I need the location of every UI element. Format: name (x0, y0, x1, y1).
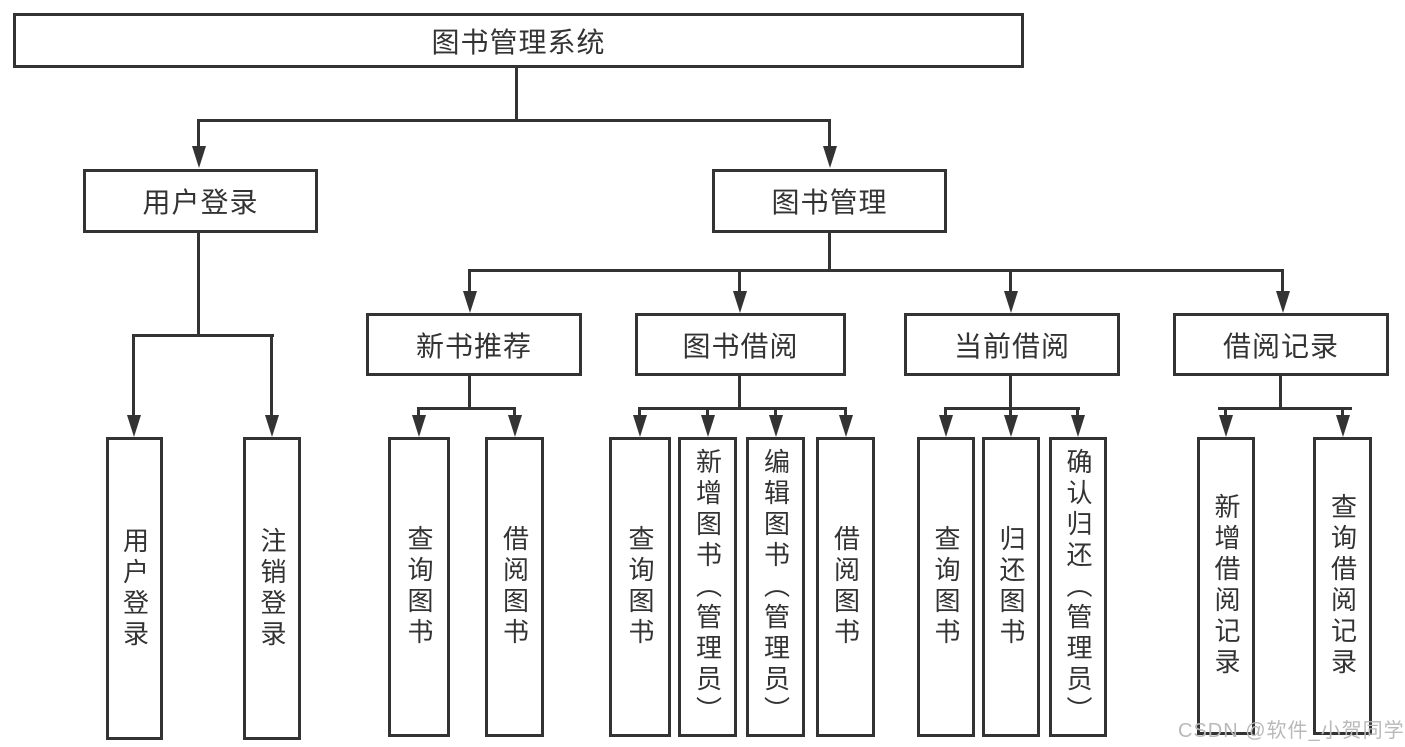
connector-line (638, 407, 847, 410)
node-current-borrowing: 当前借阅 (904, 313, 1120, 376)
node-user-login-leaf: 用户登录 (106, 437, 163, 740)
connector-line (132, 334, 135, 417)
node-borrow-books-leaf: 借阅图书 (816, 437, 875, 737)
connector-arrowhead (265, 415, 279, 437)
connector-line (1281, 269, 1284, 293)
node-label: 图书管理 (771, 187, 888, 218)
connector-line (738, 374, 741, 410)
node-system-root: 图书管理系统 (13, 13, 1024, 68)
connector-line (738, 269, 741, 293)
node-book-borrowing: 图书借阅 (635, 313, 846, 376)
node-label: 查询图书 (931, 525, 961, 649)
connector-line (944, 407, 947, 419)
connector-line (944, 407, 1080, 410)
connector-arrowhead (733, 291, 747, 313)
connector-line (1076, 407, 1079, 419)
node-borrow-books-recommend: 借阅图书 (485, 437, 544, 737)
node-label: 图书管理系统 (431, 26, 606, 58)
connector-line (132, 334, 274, 337)
node-label: 新增借阅记录 (1211, 493, 1241, 679)
connector-arrowhead (412, 415, 426, 437)
connector-arrowhead (701, 415, 715, 437)
node-label: 编辑图书（管理员） (760, 447, 791, 727)
node-confirm-return-admin: 确认归还（管理员） (1049, 437, 1107, 737)
connector-arrowhead (839, 415, 853, 437)
watermark-text: CSDN @软件_小贺同学 (1178, 720, 1405, 742)
node-label: 查询借阅记录 (1327, 493, 1358, 679)
node-label: 查询图书 (625, 525, 655, 649)
node-label: 借阅图书 (499, 525, 530, 649)
connector-line (197, 119, 200, 149)
node-label: 确认归还（管理员） (1063, 447, 1093, 727)
connector-arrowhead (463, 291, 477, 313)
node-label: 图书借阅 (682, 330, 799, 362)
node-book-management: 图书管理 (712, 169, 947, 233)
node-new-book-recommendation: 新书推荐 (366, 313, 582, 376)
connector-line (828, 231, 831, 272)
connector-line (513, 407, 516, 419)
connector-line (197, 231, 200, 337)
node-label: 当前借阅 (953, 330, 1070, 362)
connector-line (1218, 407, 1352, 410)
connector-line (844, 407, 847, 419)
connector-line (515, 66, 518, 121)
connector-arrowhead (1004, 291, 1018, 313)
node-add-book-admin: 新增图书（管理员） (678, 437, 737, 737)
connector-line (417, 407, 420, 419)
node-label: 注销登录 (257, 526, 287, 651)
connector-line (828, 119, 831, 149)
node-label: 查询图书 (404, 525, 434, 649)
node-label: 借阅记录 (1222, 330, 1339, 362)
connector-line (1224, 407, 1227, 419)
connector-arrowhead (1071, 415, 1085, 437)
connector-line (706, 407, 709, 419)
connector-arrowhead (127, 415, 141, 437)
connector-line (270, 334, 273, 417)
connector-arrowhead (939, 415, 953, 437)
connector-line (1009, 374, 1012, 410)
connector-line (1009, 407, 1012, 419)
node-query-books-recommend: 查询图书 (388, 437, 450, 737)
connector-line (417, 407, 516, 410)
connector-line (638, 407, 641, 419)
node-label: 归还图书 (996, 525, 1026, 649)
connector-arrowhead (823, 146, 837, 168)
node-label: 借阅图书 (830, 525, 861, 649)
node-label: 用户登录 (142, 187, 259, 218)
node-return-book: 归还图书 (982, 437, 1040, 737)
node-user-login: 用户登录 (83, 169, 318, 233)
node-borrowing-records: 借阅记录 (1173, 313, 1389, 376)
connector-arrowhead (769, 415, 783, 437)
node-label: 用户登录 (119, 526, 150, 651)
connector-line (468, 269, 471, 293)
node-query-books-current: 查询图书 (917, 437, 975, 737)
connector-line (468, 374, 471, 410)
node-query-borrow-record: 查询借阅记录 (1313, 437, 1372, 735)
node-edit-book-admin: 编辑图书（管理员） (746, 437, 805, 737)
connector-arrowhead (1219, 415, 1233, 437)
connector-arrowhead (1276, 291, 1290, 313)
connector-line (1279, 374, 1282, 410)
node-label: 新书推荐 (415, 330, 532, 362)
connector-arrowhead (1004, 415, 1018, 437)
node-query-books-borrowing: 查询图书 (609, 437, 671, 737)
node-add-borrow-record: 新增借阅记录 (1197, 437, 1255, 735)
connector-arrowhead (1336, 415, 1350, 437)
connector-line (1009, 269, 1012, 293)
connector-line (197, 119, 831, 122)
connector-line (1341, 407, 1344, 419)
node-label: 新增图书（管理员） (692, 447, 723, 727)
connector-line (774, 407, 777, 419)
connector-arrowhead (633, 415, 647, 437)
node-logout-leaf: 注销登录 (243, 437, 301, 740)
connector-arrowhead (192, 146, 206, 168)
connector-line (468, 269, 1284, 272)
connector-arrowhead (508, 415, 522, 437)
